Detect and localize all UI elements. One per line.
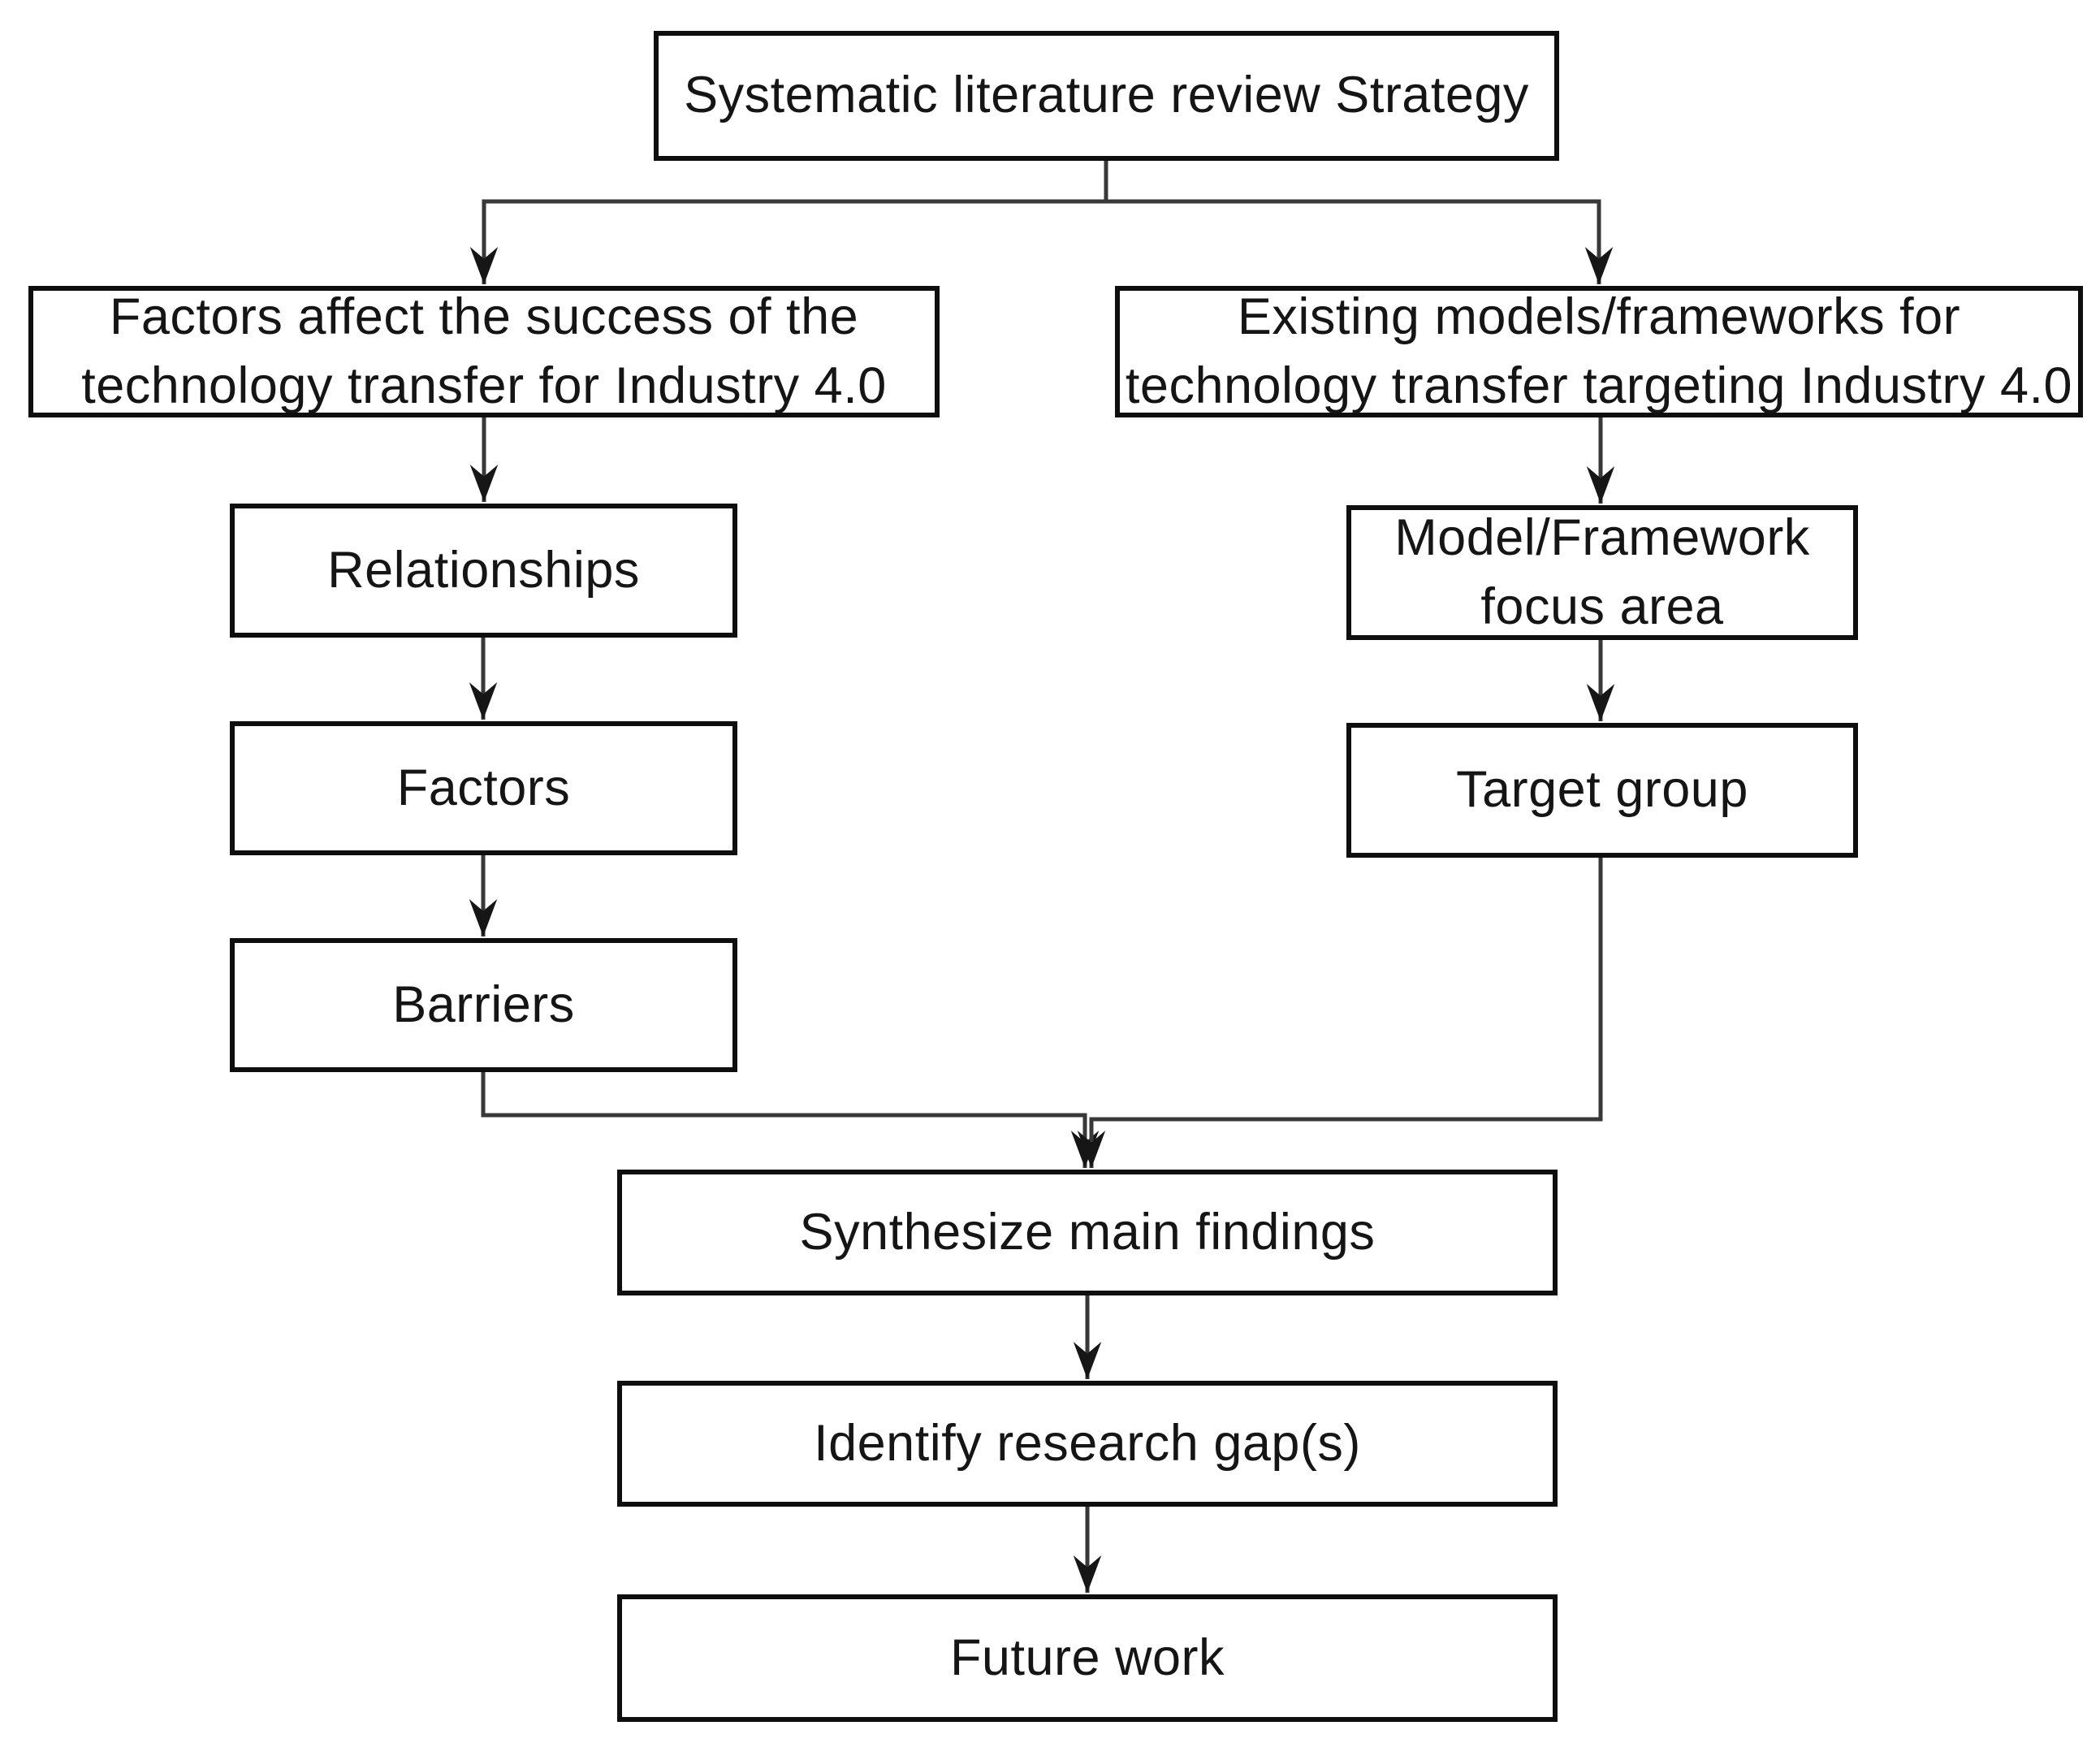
node-existing-models-frameworks: Existing models/frameworks for technolog… <box>1115 286 2083 417</box>
node-label: Future work <box>949 1628 1225 1686</box>
node-relationships: Relationships <box>230 504 737 638</box>
node-target-group: Target group <box>1346 723 1858 858</box>
node-model-framework-focus-area: Model/Framework focus area <box>1346 505 1858 640</box>
edge-root-to-factors-success <box>469 161 1108 284</box>
node-future-work: Future work <box>617 1594 1558 1722</box>
node-label-line1: Model/Framework <box>1394 508 1810 566</box>
node-label-line2: technology transfer targeting Industry 4… <box>1125 357 2073 414</box>
node-systematic-literature-review-strategy: Systematic literature review Strategy <box>654 31 1559 161</box>
node-factors-affect-success: Factors affect the success of the techno… <box>28 286 940 417</box>
node-barriers: Barriers <box>230 938 737 1072</box>
edge-barriers-to-synthesize <box>481 1072 1100 1168</box>
edge-target-group-to-synthesize <box>1077 858 1603 1168</box>
node-synthesize-main-findings: Synthesize main findings <box>617 1170 1558 1295</box>
node-label: Relationships <box>327 541 640 599</box>
edge-root-to-existing-models <box>1104 161 1614 284</box>
node-factors: Factors <box>230 721 737 855</box>
node-label: Barriers <box>392 975 575 1033</box>
node-label-line1: Existing models/frameworks for <box>1237 288 1961 345</box>
node-label: Target group <box>1456 761 1748 819</box>
node-label-line2: technology transfer for Industry 4.0 <box>81 357 887 414</box>
node-label-line1: Factors affect the success of the <box>109 288 859 345</box>
node-label: Identify research gap(s) <box>814 1414 1361 1472</box>
node-identify-research-gaps: Identify research gap(s) <box>617 1381 1558 1507</box>
node-label: Synthesize main findings <box>799 1203 1376 1261</box>
node-label: Systematic literature review Strategy <box>684 67 1529 124</box>
node-label: Factors <box>396 759 571 816</box>
node-label-line2: focus area <box>1480 578 1724 635</box>
